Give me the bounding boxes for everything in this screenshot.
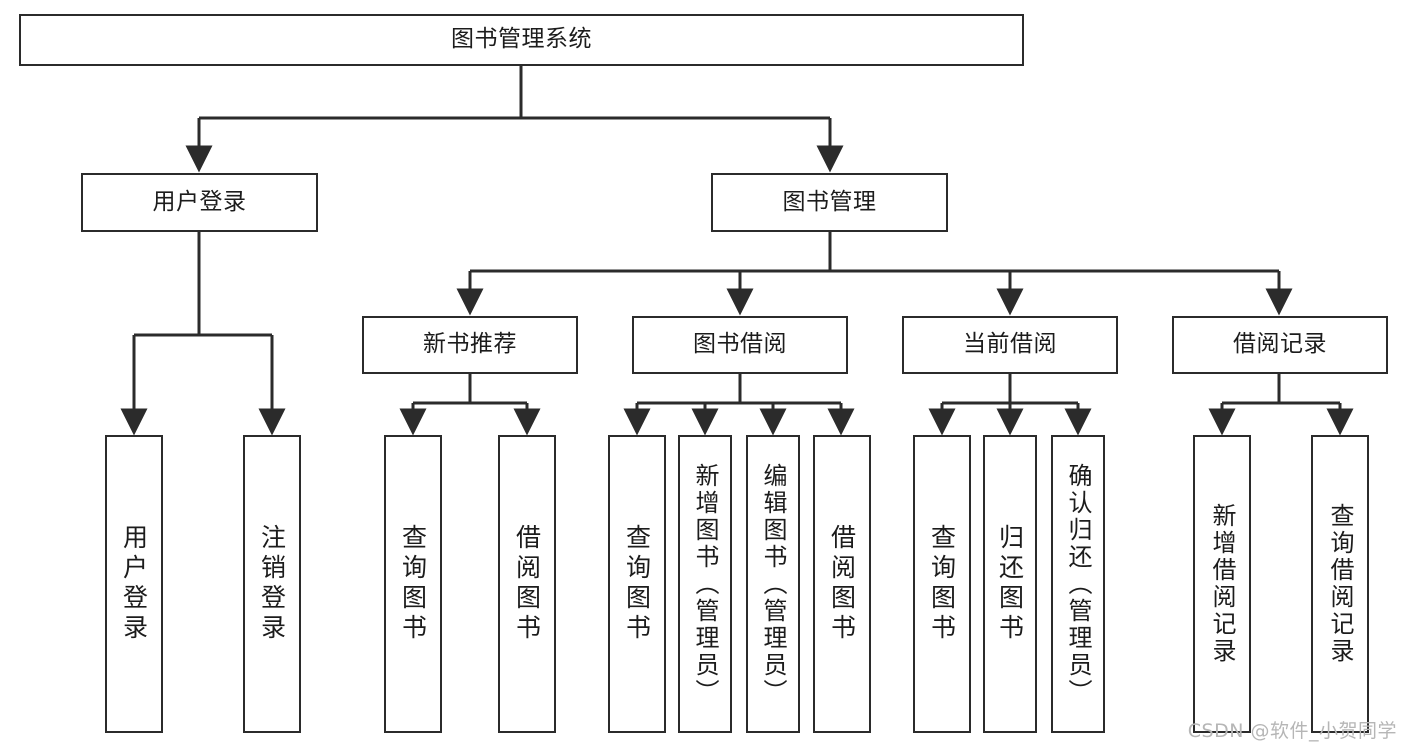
- node-book-borrow[interactable]: 图书借阅: [632, 316, 848, 374]
- node-label: 图书借阅: [693, 331, 787, 358]
- leaf-borrow-books[interactable]: 借阅图书: [813, 435, 871, 733]
- node-label: 新增借阅记录: [1208, 503, 1236, 665]
- node-label: 查询图书: [622, 524, 652, 644]
- node-label: 借阅图书: [512, 524, 542, 644]
- leaf-user-login[interactable]: 用户登录: [105, 435, 163, 733]
- node-label: 确认归还（管理员）: [1064, 462, 1092, 706]
- leaf-return-books[interactable]: 归还图书: [983, 435, 1037, 733]
- node-label: 用户登录: [119, 524, 149, 644]
- node-label: 新增图书（管理员）: [691, 462, 719, 706]
- leaf-query-books-current[interactable]: 查询图书: [913, 435, 971, 733]
- node-label: 查询图书: [927, 524, 957, 644]
- leaf-query-borrow-record[interactable]: 查询借阅记录: [1311, 435, 1369, 733]
- node-label: 查询图书: [398, 524, 428, 644]
- node-label: 借阅图书: [827, 524, 857, 644]
- leaf-add-book-admin[interactable]: 新增图书（管理员）: [678, 435, 732, 733]
- leaf-edit-book-admin[interactable]: 编辑图书（管理员）: [746, 435, 800, 733]
- node-label: 图书管理系统: [451, 26, 592, 53]
- node-root-system[interactable]: 图书管理系统: [19, 14, 1024, 66]
- node-user-login[interactable]: 用户登录: [81, 173, 318, 232]
- leaf-add-borrow-record[interactable]: 新增借阅记录: [1193, 435, 1251, 733]
- node-new-book-recommend[interactable]: 新书推荐: [362, 316, 578, 374]
- node-label: 新书推荐: [423, 331, 517, 358]
- leaf-query-books-recommend[interactable]: 查询图书: [384, 435, 442, 733]
- leaf-borrow-books-recommend[interactable]: 借阅图书: [498, 435, 556, 733]
- node-borrow-records[interactable]: 借阅记录: [1172, 316, 1388, 374]
- leaf-logout[interactable]: 注销登录: [243, 435, 301, 733]
- watermark-text: CSDN @软件_小贺同学: [1187, 720, 1397, 742]
- node-current-borrow[interactable]: 当前借阅: [902, 316, 1118, 374]
- leaf-confirm-return-admin[interactable]: 确认归还（管理员）: [1051, 435, 1105, 733]
- node-label: 图书管理: [782, 188, 877, 215]
- leaf-query-books-borrow[interactable]: 查询图书: [608, 435, 666, 733]
- node-book-management[interactable]: 图书管理: [711, 173, 948, 232]
- node-label: 借阅记录: [1233, 331, 1327, 358]
- node-label: 当前借阅: [963, 331, 1057, 358]
- node-label: 归还图书: [995, 524, 1025, 644]
- node-label: 用户登录: [152, 188, 247, 215]
- node-label: 编辑图书（管理员）: [759, 462, 787, 706]
- node-label: 注销登录: [257, 524, 287, 644]
- node-label: 查询借阅记录: [1326, 503, 1354, 665]
